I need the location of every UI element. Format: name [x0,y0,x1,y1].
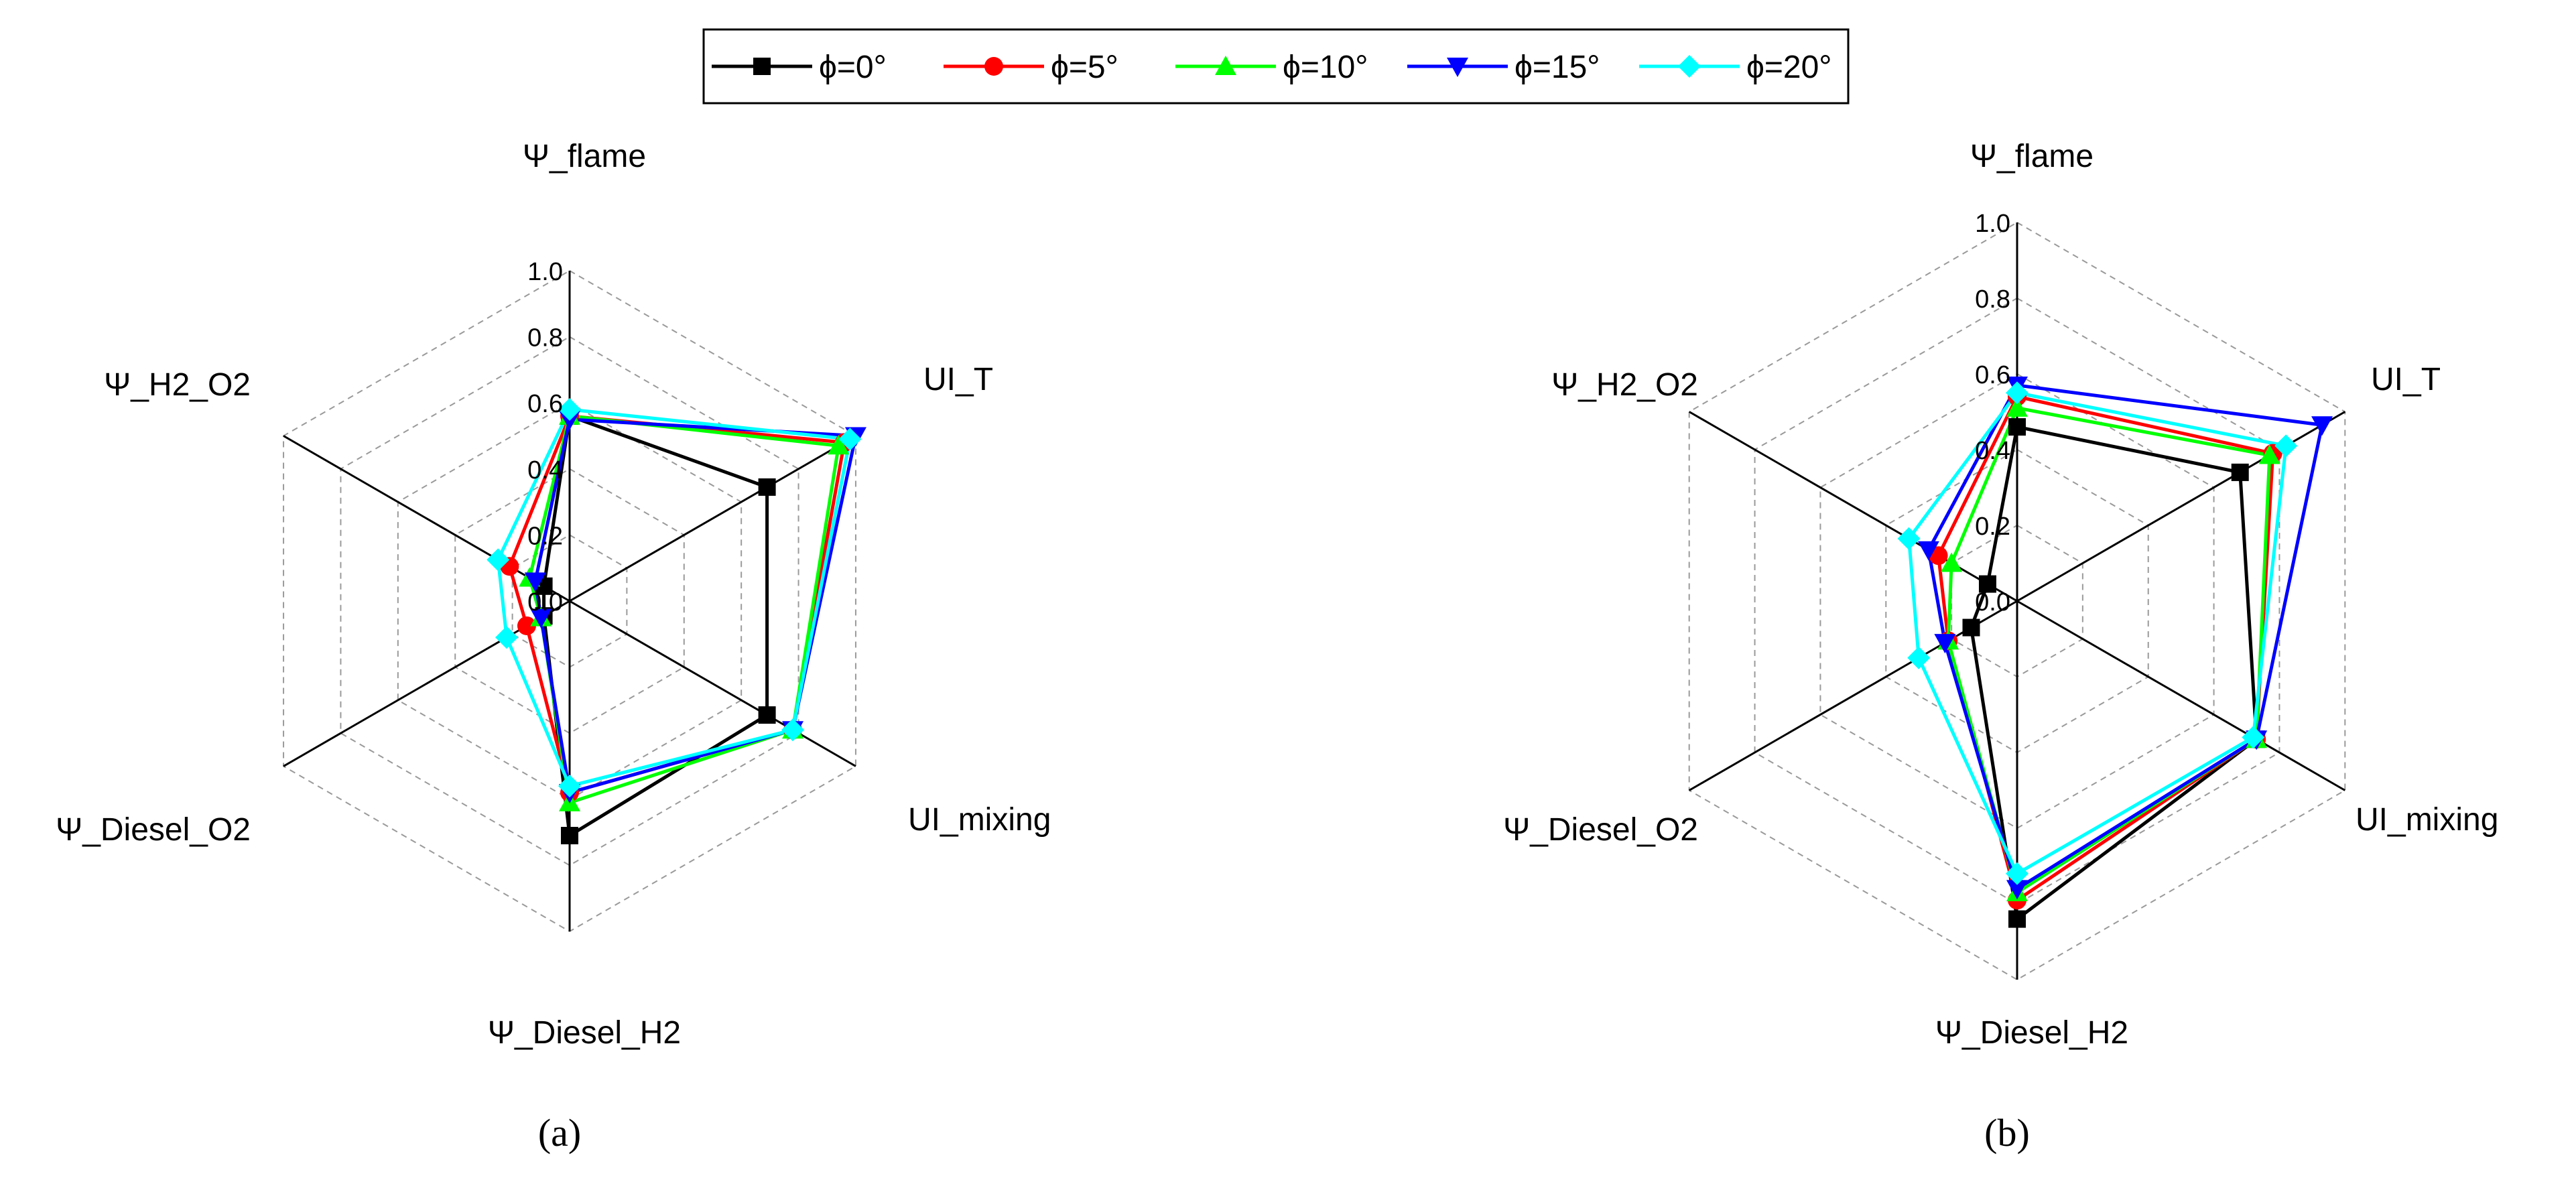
legend-label: ϕ=10° [1283,50,1368,85]
data-point [517,616,536,635]
axis-spoke [1688,411,2018,602]
legend-marker [1215,56,1236,75]
panel-label: (b) [1984,1111,2030,1155]
axis-spoke [2016,600,2346,791]
data-point [558,398,581,421]
data-point [2008,910,2026,928]
data-point [558,775,581,798]
data-point [2242,726,2265,749]
data-point [1917,541,1939,561]
data-point [1941,552,1963,572]
legend-marker [1678,55,1701,78]
data-point [758,478,776,496]
axis-spoke [569,600,856,767]
data-point [561,827,578,845]
tick-label: 0.0 [527,588,563,616]
data-point [2006,880,2028,900]
legend-label: ϕ=20° [1746,50,1832,85]
legend-marker [753,58,771,75]
legend-label: ϕ=0° [819,50,887,85]
radar-panel-a: 0.00.20.40.60.81.0Ψ_flameUI_TUI_mixingΨ_… [56,139,1051,1155]
data-point [1962,618,1980,637]
legend-marker [984,57,1003,76]
tick-label: 0.4 [1975,437,2010,465]
data-point [530,608,552,629]
data-point [1934,634,1956,654]
axis-title: Ψ_flame [523,139,646,174]
data-point [2231,463,2249,481]
legend-label: ϕ=5° [1051,50,1118,85]
axis-title: Ψ_Diesel_O2 [1503,812,1698,848]
tick-label: 0.6 [527,390,563,418]
data-point [1978,575,1996,593]
data-point [2006,381,2028,405]
data-point [758,706,776,724]
tick-label: 0.8 [1975,285,2010,314]
axis-title: Ψ_Diesel_H2 [488,1015,681,1051]
data-point [838,428,862,451]
data-point [2274,434,2298,458]
axis-title: UI_mixing [908,802,1051,838]
tick-label: 0.2 [1975,513,2010,541]
tick-label: 0.0 [1975,588,2010,616]
axis-spoke [569,435,856,602]
axis-title: Ψ_H2_O2 [1551,367,1698,403]
panel-label: (a) [538,1111,581,1155]
data-point [487,548,510,572]
axis-title: Ψ_H2_O2 [104,367,251,403]
data-point [2008,418,2026,436]
data-point [828,435,850,455]
data-point [2258,444,2280,464]
axis-title: Ψ_flame [1970,139,2094,174]
legend-label: ϕ=15° [1515,50,1600,85]
tick-label: 0.4 [527,456,563,484]
legend: ϕ=0° ϕ=5° ϕ=10° ϕ=15° ϕ=20° [702,28,1850,105]
data-point [495,626,519,649]
tick-label: 0.8 [527,324,563,352]
axis-title: UI_T [923,362,993,397]
axis-title: Ψ_Diesel_H2 [1935,1015,2128,1051]
axis-spoke [1688,600,2018,791]
data-point [2006,862,2028,885]
axis-title: Ψ_Diesel_O2 [56,812,251,848]
data-point [524,572,546,592]
tick-label: 0.6 [1975,361,2010,389]
radar-panel-b: 0.00.20.40.60.81.0Ψ_flameUI_TUI_mixingΨ_… [1503,139,2498,1155]
data-point [2006,397,2028,417]
axis-title: UI_mixing [2356,802,2498,838]
tick-label: 1.0 [527,258,563,286]
axis-spoke [283,435,570,602]
data-point [1907,646,1931,669]
axis-title: UI_T [2371,362,2441,397]
tick-label: 1.0 [1975,210,2010,238]
data-point [2311,416,2333,436]
tick-label: 0.2 [527,522,563,550]
legend-marker [1447,58,1468,77]
data-point [1897,527,1921,550]
data-point [781,718,805,742]
series-line [542,414,769,838]
